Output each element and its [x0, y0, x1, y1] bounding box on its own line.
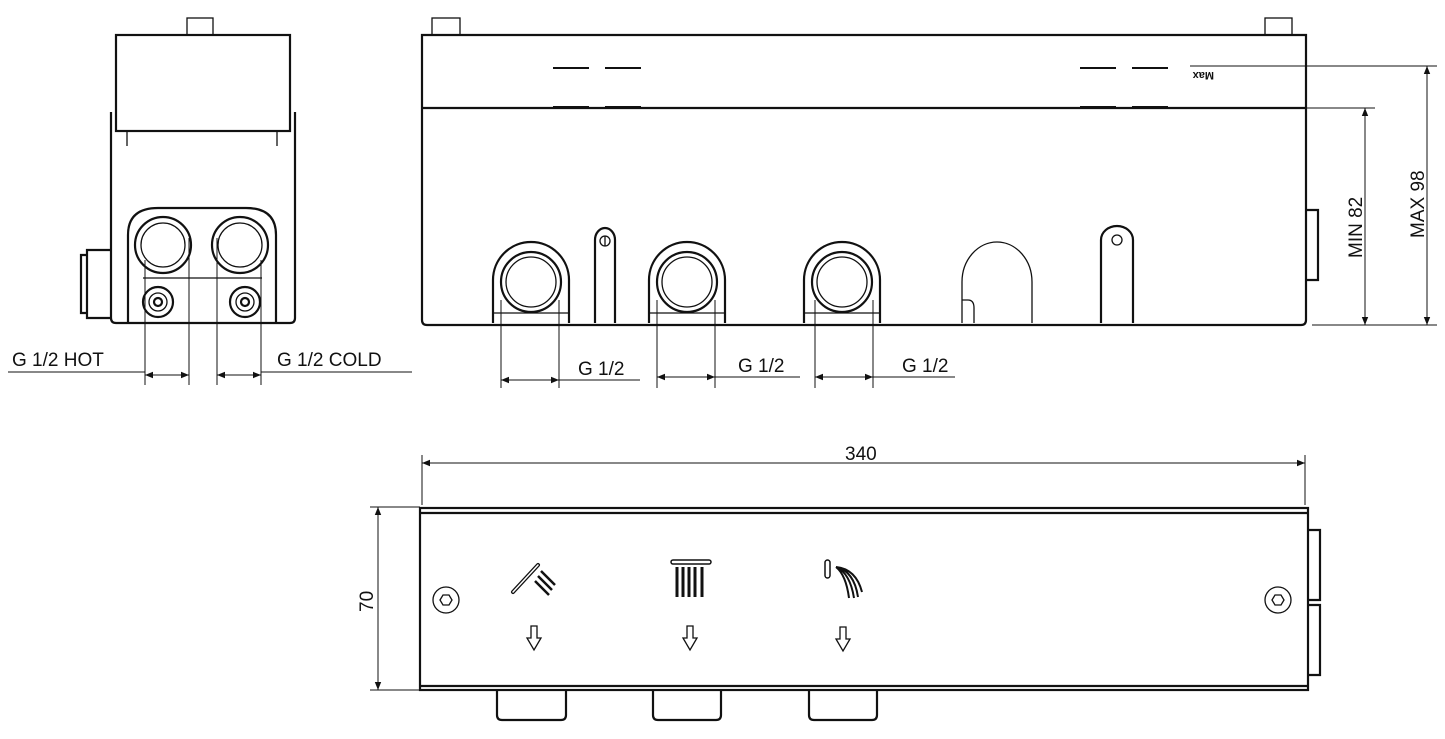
outlet-3-thread-label: G 1/2 — [902, 356, 948, 377]
hot-inlet — [133, 215, 193, 275]
width-label: 340 — [845, 444, 877, 465]
inlet-manifold — [126, 206, 278, 323]
hot-inlet-label: G 1/2 HOT — [12, 350, 104, 371]
screw-right-icon — [1264, 586, 1292, 614]
hot-valve-stop — [141, 285, 175, 319]
side-view: G 1/2 HOT G 1/2 COLD — [8, 17, 412, 385]
dome-cover — [961, 241, 1033, 323]
min-depth-label: MIN 82 — [1346, 197, 1367, 258]
top-view: 340 70 — [357, 444, 1322, 722]
overhead-shower-icon — [670, 559, 712, 597]
cover-cap — [114, 33, 292, 133]
outlet-1 — [491, 240, 571, 323]
outlet-3 — [802, 240, 882, 323]
cold-inlet — [210, 215, 270, 275]
bottom-outlet-2 — [651, 690, 723, 722]
depth-label: 70 — [357, 591, 378, 612]
cold-valve-stop — [228, 285, 262, 319]
max-level-mark: Max — [1192, 69, 1214, 81]
flow-arrow-2-icon — [681, 625, 699, 652]
outlet-2-thread-label: G 1/2 — [738, 356, 784, 377]
hand-shower-icon — [511, 563, 556, 596]
flow-arrow-3-icon — [834, 626, 852, 653]
mounting-tab-right — [1099, 224, 1135, 323]
spout-icon — [824, 559, 863, 599]
mounting-tab-left — [593, 226, 617, 323]
bottom-outlet-3 — [807, 690, 879, 722]
outlet-2 — [647, 240, 727, 323]
screw-left-icon — [432, 586, 460, 614]
bottom-outlet-1 — [495, 690, 568, 722]
flow-arrow-1-icon — [525, 625, 543, 652]
outlet-1-thread-label: G 1/2 — [578, 359, 624, 380]
cold-inlet-label: G 1/2 COLD — [277, 350, 382, 371]
max-depth-label: MAX 98 — [1408, 170, 1429, 238]
front-view: Max G — [420, 17, 1437, 388]
